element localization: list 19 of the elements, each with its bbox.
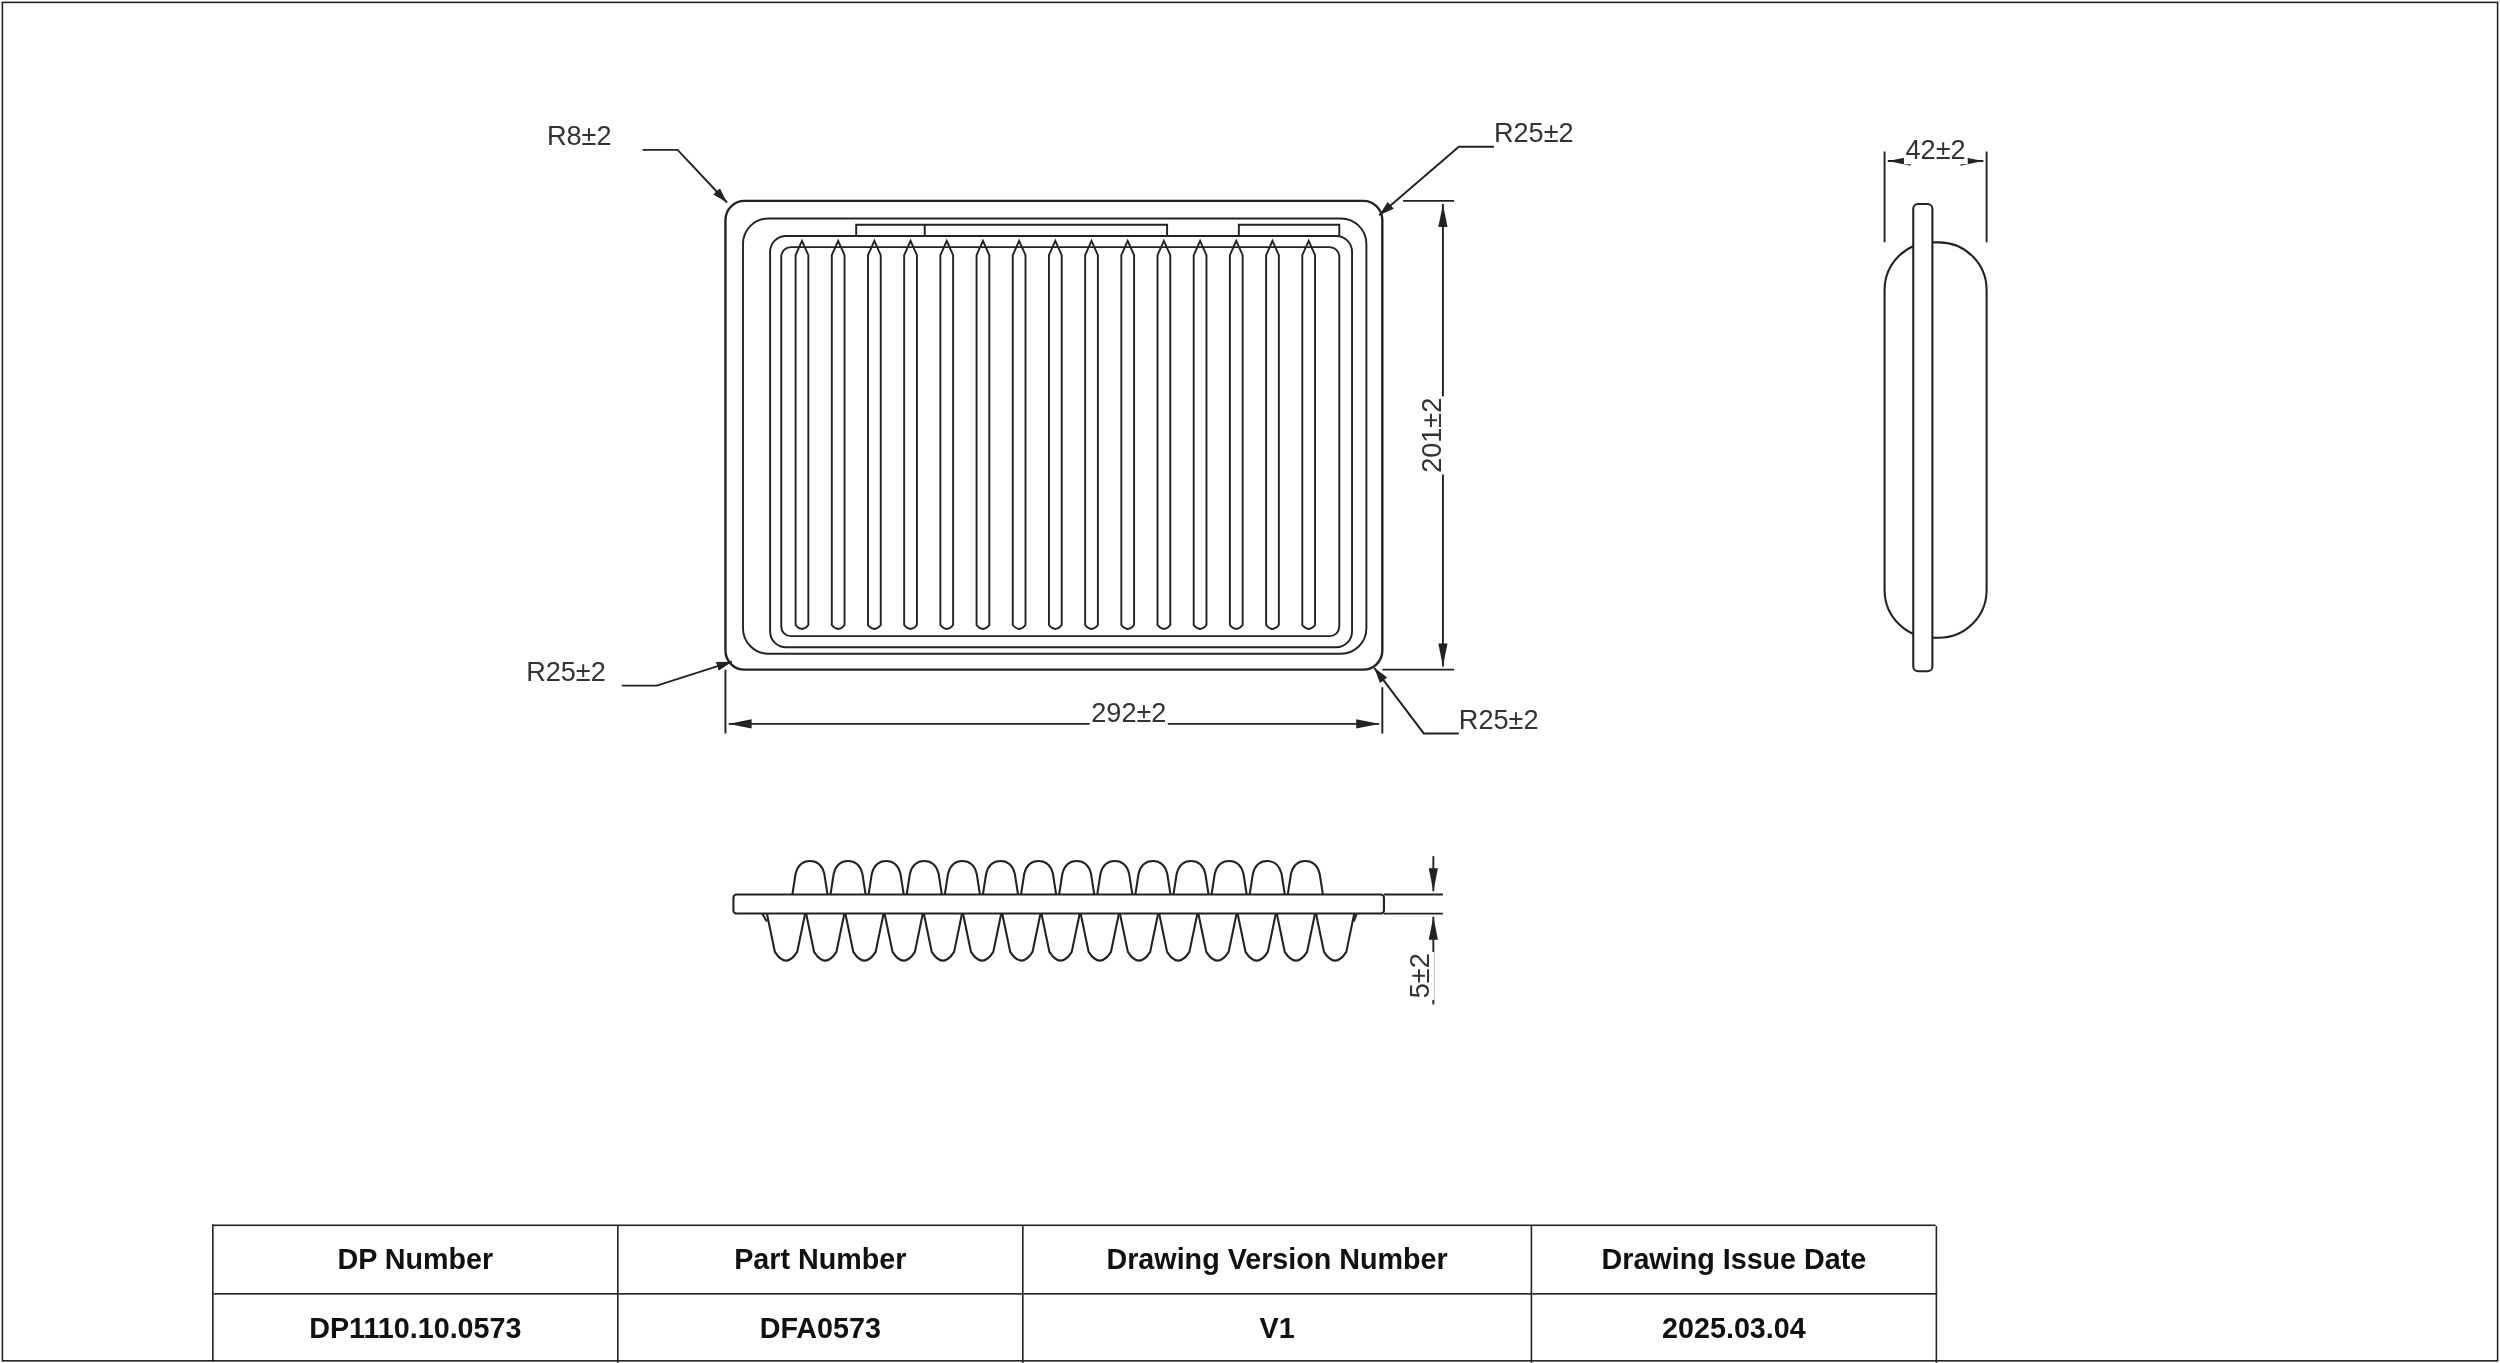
radius-label: R25±2: [1458, 706, 1555, 734]
value-cell: 2025.03.04: [1532, 1294, 1938, 1363]
header-cell: Drawing Version Number: [1023, 1226, 1533, 1295]
header-cell: Drawing Issue Date: [1532, 1226, 1938, 1295]
header-cell: DP Number: [213, 1226, 619, 1295]
value-cell: DFA0573: [618, 1294, 1024, 1363]
filter-top-view-drawing: [724, 199, 1384, 671]
leader-line: [620, 660, 733, 687]
leader-line: [1378, 145, 1495, 217]
value-cell: V1: [1023, 1294, 1533, 1363]
value-cell: DP1110.10.0573: [213, 1294, 619, 1363]
radius-label: R25±2: [1493, 119, 1590, 147]
radius-label: R25±2: [526, 658, 622, 686]
leader-line: [1373, 667, 1460, 735]
dimension-label: 42±2: [1903, 137, 1968, 165]
header-cell: Part Number: [618, 1226, 1024, 1295]
dimension-label: 5±2: [1407, 951, 1435, 1000]
leader-line: [641, 148, 728, 204]
radius-label: R8±2: [546, 122, 643, 150]
